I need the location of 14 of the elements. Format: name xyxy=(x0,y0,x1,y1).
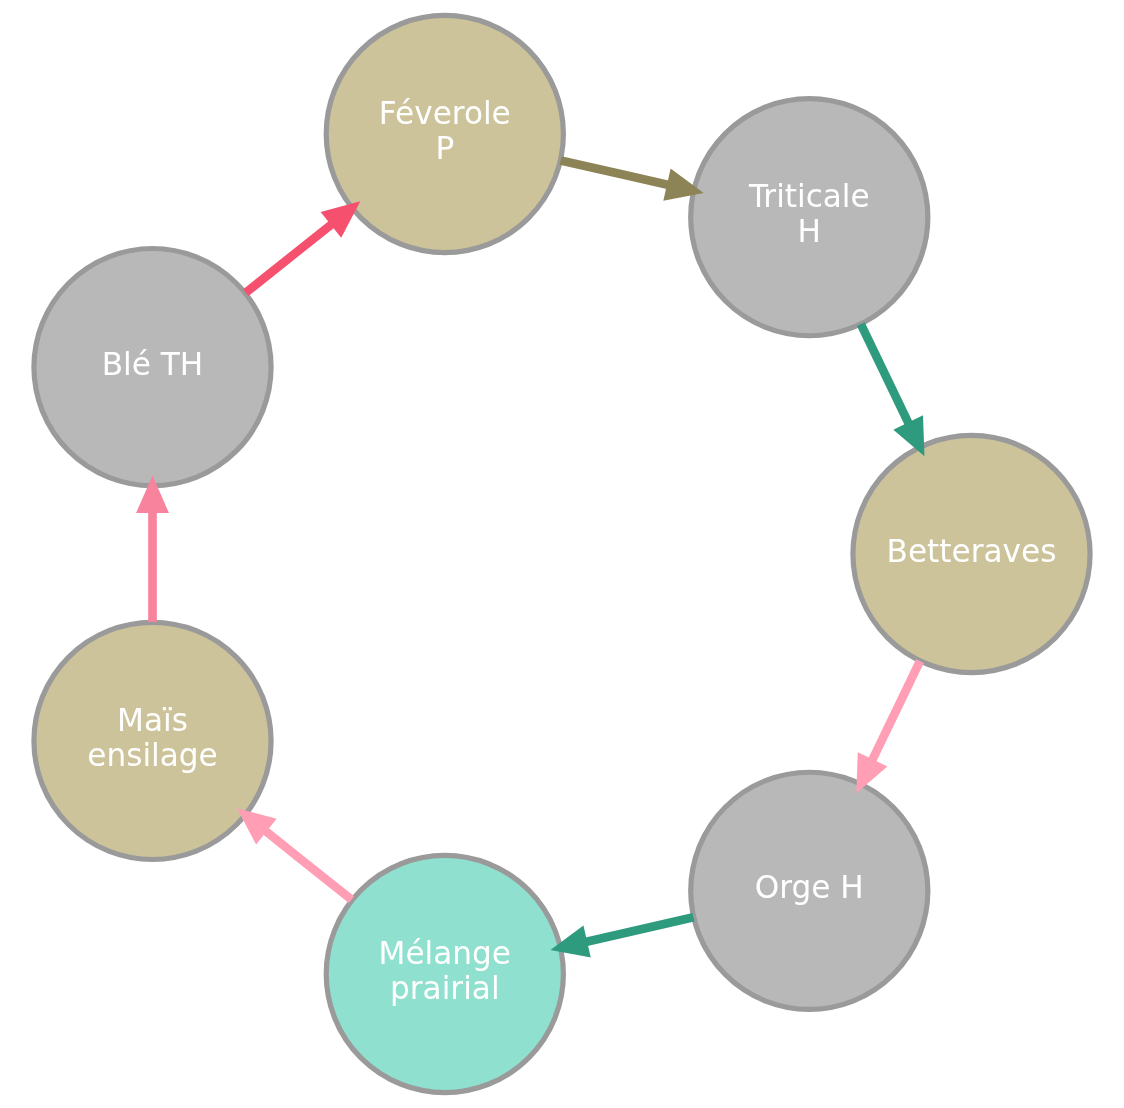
node-circle: Betteraves xyxy=(850,432,1093,676)
arrow xyxy=(856,659,924,794)
node-circle: Blé TH xyxy=(31,245,274,489)
arrow xyxy=(550,913,695,958)
node-circle: Orge H xyxy=(688,769,931,1012)
arrow xyxy=(559,156,704,201)
arrow xyxy=(243,201,361,297)
arrow xyxy=(856,322,925,457)
arrow xyxy=(236,808,355,903)
arrow xyxy=(136,475,169,623)
node-circle: Maïs ensilage xyxy=(31,619,274,863)
node-circle: Mélange prairial xyxy=(323,852,566,1096)
node-circle: Triticale H xyxy=(688,96,931,339)
node-circle: Féverole P xyxy=(323,12,566,256)
